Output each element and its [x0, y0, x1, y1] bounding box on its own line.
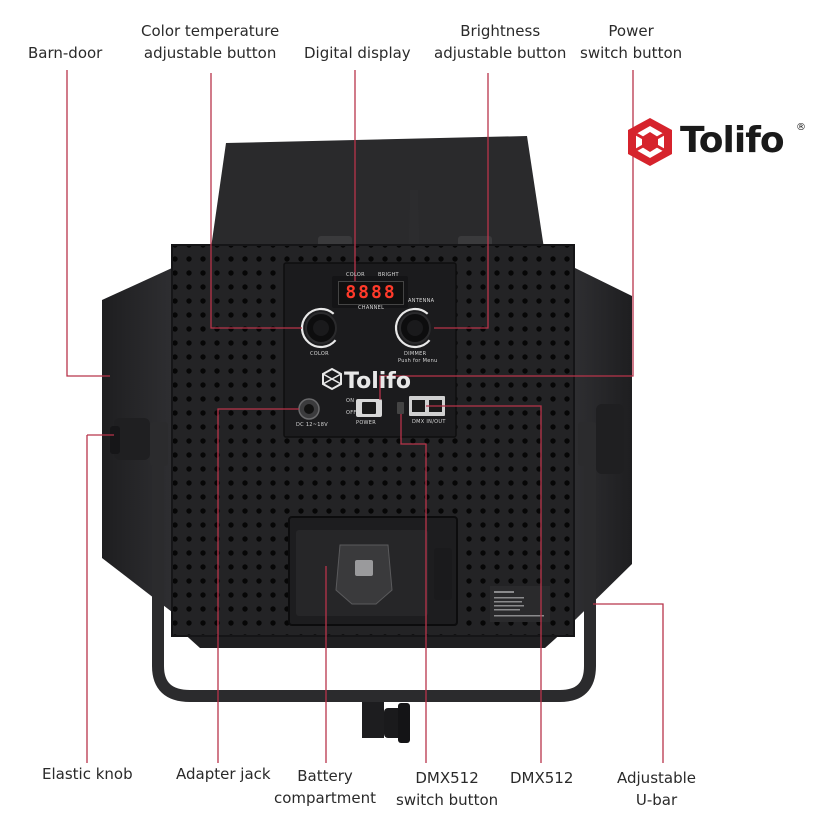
label-color-temp-line2: adjustable button: [143, 44, 277, 62]
label-color-temperature: Color temperature adjustable button: [141, 20, 279, 64]
leader-adapter-jack: [217, 408, 299, 763]
on-caption: ON: [346, 398, 355, 404]
label-brightness: Brightness adjustable button: [434, 20, 566, 64]
label-adapter-jack: Adapter jack: [176, 763, 271, 785]
digital-display: 8888: [338, 281, 404, 305]
panel-logo-text: Tolifo: [344, 369, 411, 394]
display-bright-caption: BRIGHT: [378, 272, 399, 278]
brightness-knob[interactable]: [388, 301, 442, 355]
leader-color-temp: [210, 73, 302, 329]
battery-compartment[interactable]: [288, 516, 458, 626]
dmx-switch[interactable]: [397, 402, 404, 414]
control-panel: [283, 262, 457, 438]
label-dmx512-text: DMX512: [510, 769, 574, 787]
label-color-temp-line1: Color temperature: [141, 22, 280, 40]
label-power-line1: Power: [608, 22, 654, 40]
label-adapter-jack-text: Adapter jack: [176, 765, 271, 783]
leader-power: [379, 70, 634, 400]
leader-u-bar: [593, 603, 664, 763]
label-dmx512: DMX512: [510, 767, 573, 789]
label-brightness-line1: Brightness: [460, 22, 541, 40]
label-elastic-knob: Elastic knob: [42, 763, 133, 785]
label-battery-compartment: Battery compartment: [274, 765, 376, 809]
knob-right-caption: DIMMER: [404, 351, 427, 357]
display-color-caption: COLOR: [346, 272, 365, 278]
label-digital-display-text: Digital display: [304, 44, 411, 62]
display-channel-caption: CHANNEL: [358, 305, 385, 311]
label-dmx-switch-line1: DMX512: [415, 769, 479, 787]
leader-barn-door: [66, 70, 110, 377]
label-battery-line1: Battery: [297, 767, 353, 785]
label-u-bar-line2: U-bar: [635, 791, 678, 809]
knob-left-caption: COLOR: [310, 351, 329, 357]
label-battery-line2: compartment: [274, 789, 377, 807]
brand-registered-mark: ®: [796, 122, 806, 133]
leader-brightness: [434, 73, 489, 329]
brand-logo-text: Tolifo: [680, 120, 785, 161]
label-dmx-switch-line2: switch button: [396, 791, 499, 809]
leader-dmx512: [426, 405, 542, 763]
adapter-jack[interactable]: [298, 398, 320, 420]
knob-right-sub: Push for Menu: [398, 358, 438, 364]
off-caption: OFF: [346, 410, 357, 416]
elastic-knob-right[interactable]: [578, 404, 624, 474]
spigot-mount: [362, 690, 410, 743]
barn-door-top[interactable]: [210, 136, 545, 255]
panel-logo: Tolifo: [320, 369, 411, 394]
label-power-line2: switch button: [580, 44, 683, 62]
label-barn-door: Barn-door: [28, 42, 102, 64]
brand-logo-icon: [628, 118, 672, 166]
leader-dmx-switch: [400, 414, 427, 763]
label-u-bar: Adjustable U-bar: [617, 767, 696, 811]
antenna-caption: ANTENNA: [408, 298, 435, 304]
label-dmx-switch: DMX512 switch button: [396, 767, 498, 811]
label-power-switch: Power switch button: [580, 20, 682, 64]
elastic-knob-left[interactable]: [110, 418, 168, 466]
dmx-caption: DMX IN/OUT: [412, 419, 446, 425]
color-temperature-knob[interactable]: [294, 301, 348, 355]
label-brightness-line2: adjustable button: [434, 44, 567, 62]
label-barn-door-text: Barn-door: [28, 44, 103, 62]
brand-logo: Tolifo ®: [624, 116, 808, 170]
power-caption: POWER: [356, 420, 377, 426]
label-digital-display: Digital display: [304, 42, 411, 64]
label-elastic-knob-text: Elastic knob: [42, 765, 133, 783]
label-u-bar-line1: Adjustable: [617, 769, 696, 787]
panel-logo-mark: [322, 367, 342, 391]
dc-caption: DC 12~18V: [296, 422, 328, 428]
power-switch[interactable]: [356, 399, 382, 417]
